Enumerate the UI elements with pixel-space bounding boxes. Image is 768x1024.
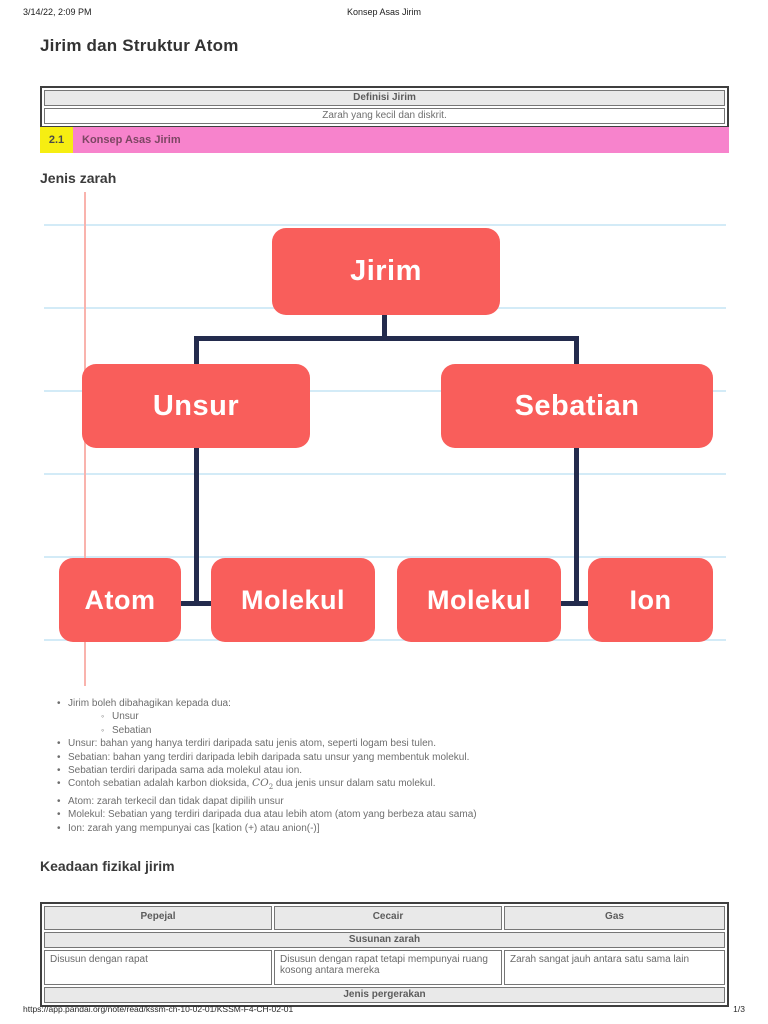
node-unsur: Unsur: [82, 364, 310, 448]
connector-molekul-ion-bar: [556, 601, 594, 606]
states-table-header-row: Pepejal Cecair Gas: [44, 906, 725, 930]
band-susunan-zarah: Susunan zarah: [44, 932, 725, 948]
definition-table: Definisi Jirim Zarah yang kecil dan disk…: [40, 86, 729, 128]
connector-root-stem: [382, 308, 387, 341]
states-table-data-row: Disusun dengan rapat Disusun dengan rapa…: [44, 950, 725, 985]
connector-sebatian-stem: [574, 442, 579, 606]
node-sebatian: Sebatian: [441, 364, 713, 448]
connector-right-drop: [574, 336, 579, 368]
ruled-line: [44, 224, 726, 226]
print-header-datetime: 3/14/22, 2:09 PM: [23, 7, 92, 17]
note-item: Contoh sebatian adalah karbon dioksida, …: [56, 777, 721, 795]
note-item: Sebatian: bahan yang terdiri daripada le…: [56, 751, 721, 765]
note-item: Jirim boleh dibahagikan kepada dua:: [56, 697, 721, 711]
column-cecair: Cecair: [274, 906, 502, 930]
connector-atom-molekul-bar: [176, 601, 216, 606]
cell-pepejal-susunan: Disusun dengan rapat: [44, 950, 272, 985]
definition-table-body: Zarah yang kecil dan diskrit.: [44, 108, 725, 124]
section-banner: 2.1 Konsep Asas Jirim: [40, 127, 729, 153]
ruled-line: [44, 556, 726, 558]
node-atom: Atom: [59, 558, 181, 642]
cell-gas-susunan: Zarah sangat jauh antara satu sama lain: [504, 950, 725, 985]
section-banner-title: Konsep Asas Jirim: [82, 134, 181, 146]
ruled-line: [44, 639, 726, 641]
node-molekul-1: Molekul: [211, 558, 375, 642]
column-gas: Gas: [504, 906, 725, 930]
states-table-band-row: Jenis pergerakan: [44, 987, 725, 1003]
co2-formula: CO2: [252, 777, 274, 792]
print-header: Konsep Asas Jirim 3/14/22, 2:09 PM: [23, 7, 745, 19]
band-jenis-pergerakan: Jenis pergerakan: [44, 987, 725, 1003]
note-item: Ion: zarah yang mempunyai cas [kation (+…: [56, 822, 721, 836]
ruled-line: [44, 390, 726, 392]
note-item: Unsur: bahan yang hanya terdiri daripada…: [56, 737, 721, 751]
note-subitem: Sebatian: [100, 724, 721, 738]
note-item: Sebatian terdiri daripada sama ada molek…: [56, 764, 721, 778]
notes-list: Jirim boleh dibahagikan kepada dua: Unsu…: [56, 697, 721, 836]
connector-left-drop: [194, 336, 199, 368]
connector-unsur-stem: [194, 442, 199, 606]
heading-keadaan-fizikal: Keadaan fizikal jirim: [40, 858, 175, 874]
note-item: Atom: zarah terkecil dan tidak dapat dip…: [56, 795, 721, 809]
node-molekul-2: Molekul: [397, 558, 561, 642]
definition-table-header: Definisi Jirim: [44, 90, 725, 106]
cell-cecair-susunan: Disusun dengan rapat tetapi mempunyai ru…: [274, 950, 502, 985]
heading-jenis-zarah: Jenis zarah: [40, 170, 117, 186]
concept-map: Jirim Unsur Sebatian Atom Molekul Moleku…: [0, 190, 768, 690]
states-table: Pepejal Cecair Gas Susunan zarah Disusun…: [40, 902, 729, 1007]
print-footer-url: https://app.pandai.org/note/read/kssm-ch…: [23, 1004, 294, 1014]
node-ion: Ion: [588, 558, 713, 642]
page-title: Jirim dan Struktur Atom: [40, 36, 239, 55]
states-table-band-row: Susunan zarah: [44, 932, 725, 948]
ruled-line: [44, 473, 726, 475]
section-number-badge: 2.1: [40, 127, 73, 153]
print-footer-page: 1/3: [733, 1004, 745, 1014]
column-pepejal: Pepejal: [44, 906, 272, 930]
connector-top-bar: [194, 336, 579, 341]
node-jirim: Jirim: [272, 228, 500, 315]
note-subitem: Unsur: [100, 710, 721, 724]
note-item: Molekul: Sebatian yang terdiri daripada …: [56, 808, 721, 822]
print-header-title: Konsep Asas Jirim: [346, 7, 422, 17]
print-footer: https://app.pandai.org/note/read/kssm-ch…: [23, 1004, 745, 1014]
